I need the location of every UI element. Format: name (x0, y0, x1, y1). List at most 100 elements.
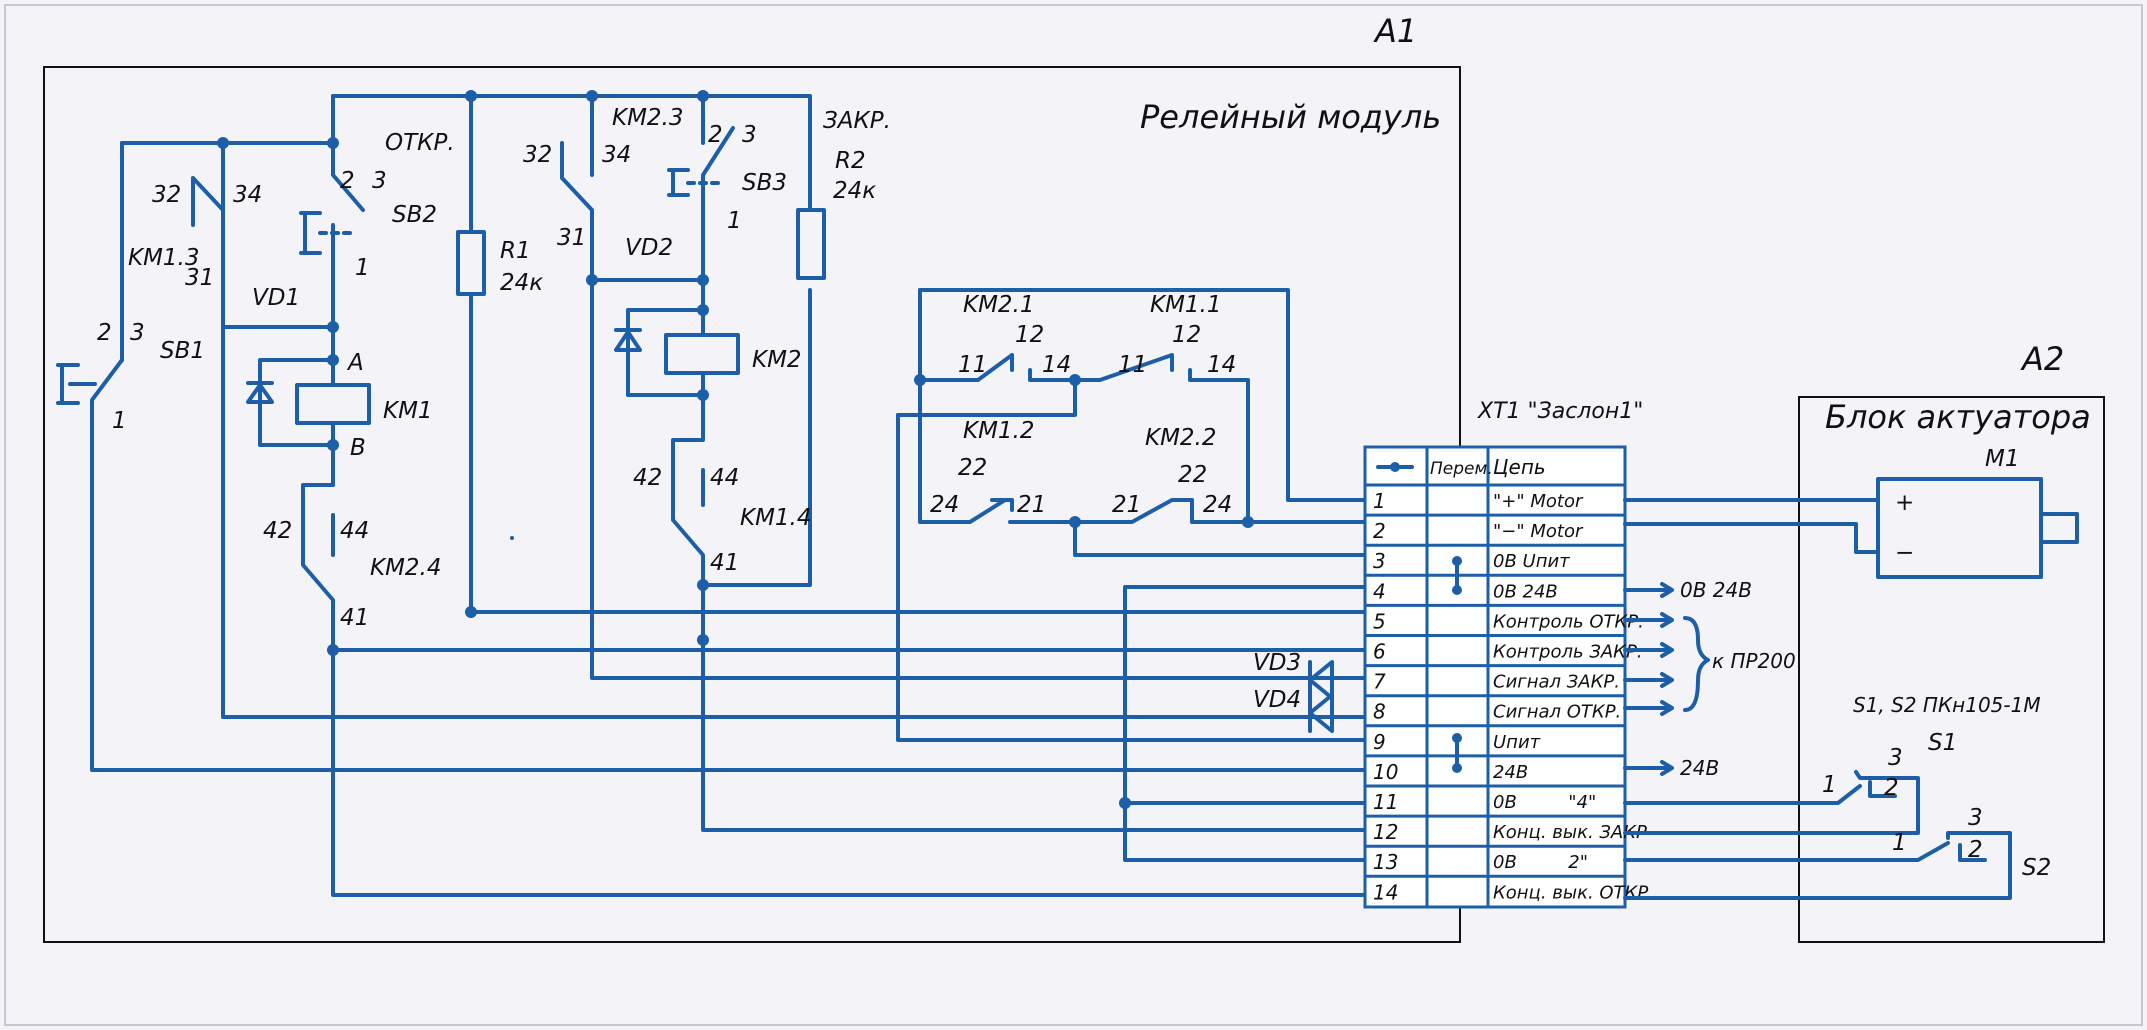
label-actuator-block: Блок актуатора (1825, 398, 2091, 436)
terminal-number: 14 (1373, 880, 1398, 904)
pin-km11-12: 12 (1172, 322, 1201, 348)
diode-vd3 (1308, 660, 1334, 700)
terminal-number: 6 (1373, 640, 1386, 664)
terminal-number: 3 (1373, 549, 1386, 573)
pin-km22-21: 21 (1112, 492, 1141, 518)
label-xt1: XT1 "Заслон1" (1477, 399, 1643, 424)
motor-plus: + (1895, 490, 1914, 516)
label-km1: KM1 (383, 398, 433, 424)
pin-km11-14: 14 (1207, 352, 1236, 378)
contact-km24 (301, 483, 1367, 897)
label-relay-module: Релейный модуль (1140, 98, 1441, 136)
pin-km13-34: 34 (233, 182, 262, 208)
label-km22: KM2.2 (1145, 425, 1217, 451)
pin-sb1-2: 2 (97, 320, 112, 346)
pin-km24-44: 44 (340, 518, 369, 544)
terminal-circuit: Сигнал ОТКР. (1493, 702, 1621, 723)
label-s1: S1 (1928, 730, 1957, 756)
terminal-number: 8 (1373, 700, 1386, 724)
output-pr200: к ПР200 (1712, 649, 1796, 673)
pin-km12-22: 22 (958, 455, 987, 481)
output-arrows (1623, 582, 1710, 776)
pin-sb1-3: 3 (130, 320, 145, 346)
label-km13: KM1.3 (128, 245, 200, 271)
pin-km21-12: 12 (1015, 322, 1044, 348)
pin-km12-21: 21 (1017, 492, 1046, 518)
table-header-circuit: Цепь (1493, 455, 1546, 479)
label-km12: KM1.2 (963, 418, 1035, 444)
terminal-circuit: Конц. вык. ЗАКР (1493, 822, 1647, 843)
pin-km23-32: 32 (523, 142, 552, 168)
pin-s2-1: 1 (1892, 830, 1907, 856)
terminal-number: 13 (1373, 850, 1398, 874)
label-vd1: VD1 (252, 285, 300, 311)
label-r2: R2 (835, 148, 866, 174)
pin-km13-32: 32 (152, 182, 181, 208)
pin-s1-1: 1 (1822, 772, 1837, 798)
terminal-number: 11 (1373, 790, 1398, 814)
terminal-circuit: Контроль ОТКР. (1493, 611, 1644, 632)
wire-left-vert (120, 141, 225, 177)
terminal-number: 12 (1373, 820, 1398, 844)
switch-sb1 (56, 358, 1367, 772)
label-sb1: SB1 (160, 338, 205, 364)
pin-s1-3: 3 (1888, 745, 1903, 771)
label-coil-a: A (346, 350, 364, 376)
pin-s2-3: 3 (1968, 805, 1983, 831)
motor-minus: − (1895, 540, 1914, 566)
pin-km13-31: 31 (185, 265, 214, 291)
terminal-circuit: 0В Uпит (1493, 551, 1570, 572)
resistor-r2 (796, 208, 826, 280)
table-header-jumper: Перем. (1430, 459, 1493, 479)
wire-0v-bus (1123, 585, 1367, 862)
pin-sb3-2: 2 (708, 122, 723, 148)
terminal-circuit: 24В (1493, 762, 1528, 783)
motor-m1 (1623, 477, 2079, 579)
pin-km23-31: 31 (557, 225, 586, 251)
limit-switch-s2 (1623, 831, 2012, 900)
terminal-circuit: Конц. вык. ОТКР (1493, 882, 1648, 903)
junction-dots (217, 90, 1254, 809)
terminal-circuit: "+" Motor (1493, 491, 1584, 512)
terminal-table (1363, 445, 1627, 909)
contact-km23 (560, 94, 1367, 680)
pin-km24-42: 42 (263, 518, 292, 544)
terminal-number: 2 (1373, 519, 1386, 543)
frame-a2 (1798, 396, 2105, 943)
pin-s1-2: 2 (1884, 775, 1899, 801)
pin-sb2-2: 2 (340, 168, 355, 194)
label-r1-val: 24к (500, 270, 543, 296)
pin-km24-41: 41 (340, 605, 369, 631)
pin-km22-22: 22 (1178, 462, 1207, 488)
label-vd4: VD4 (1253, 687, 1301, 713)
coil-km2 (614, 278, 1367, 832)
pin-sb1-1: 1 (112, 408, 127, 434)
pin-km22-24: 24 (1203, 492, 1232, 518)
terminal-circuit: "−" Motor (1493, 521, 1584, 542)
wire-top-bus (331, 94, 812, 212)
label-m1: M1 (1985, 446, 2019, 472)
terminal-circuit: 0В "4" (1493, 792, 1596, 813)
label-r1: R1 (500, 238, 531, 264)
limit-switch-s1 (1623, 770, 1920, 835)
label-coil-b: B (350, 435, 366, 461)
switch-sb2 (299, 141, 365, 329)
pin-s2-2: 2 (1968, 837, 1983, 863)
wire-sb1-top (221, 94, 335, 145)
label-km2: KM2 (752, 347, 802, 373)
terminal-number: 9 (1373, 730, 1386, 754)
label-s2: S2 (2022, 855, 2051, 881)
output-v24: 24В (1680, 756, 1719, 780)
terminal-number: 10 (1373, 760, 1398, 784)
stray-dot (510, 536, 514, 540)
pin-km12-24: 24 (930, 492, 959, 518)
pin-km21-11: 11 (958, 352, 987, 378)
label-otkr: ОТКР. (385, 130, 455, 156)
terminal-circuit: 0В 2" (1493, 852, 1588, 873)
contact-group-motor (896, 288, 1367, 742)
terminal-number: 5 (1373, 609, 1386, 633)
pin-sb2-1: 1 (355, 255, 370, 281)
terminal-circuit: Сигнал ЗАКР. (1493, 672, 1620, 693)
